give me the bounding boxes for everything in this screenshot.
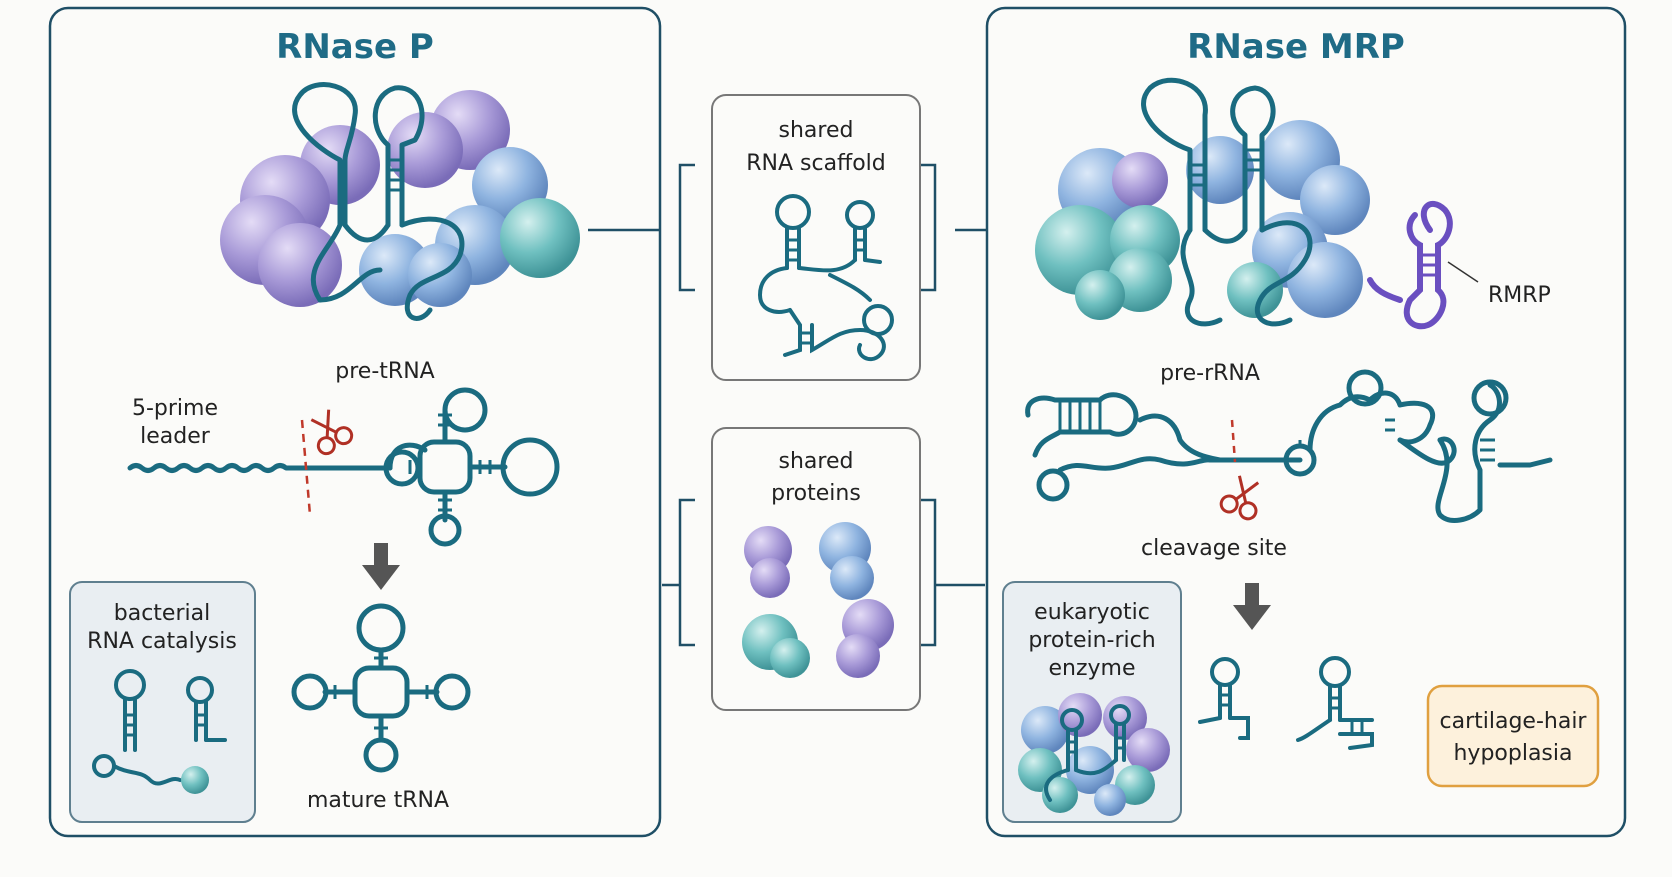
- rmrp-label: RMRP: [1488, 283, 1551, 308]
- scaffold-label-line2: RNA scaffold: [746, 151, 886, 176]
- rmrp-rna: [1367, 201, 1453, 330]
- rnase-p-helix-rungs: [340, 158, 402, 192]
- down-arrow-icon-mrp: [1233, 583, 1271, 630]
- rnase-mrp-title: RNase MRP: [1187, 27, 1405, 67]
- shared-protein-blue: [819, 522, 874, 600]
- eukaryotic-label-line2: protein-rich: [1028, 628, 1155, 653]
- pre-trna-rungs: [408, 413, 492, 512]
- bacterial-rna-structure: [92, 669, 227, 794]
- cleavage-site-label: cleavage site: [1141, 536, 1287, 561]
- down-arrow-icon: [362, 543, 400, 590]
- rmrp-leader-line: [1447, 261, 1479, 283]
- eukaryotic-enzyme-structure: [1018, 693, 1170, 816]
- leader-label-line2: leader: [140, 424, 211, 449]
- scissors-icon: [310, 409, 354, 456]
- eukaryotic-label-line1: eukaryotic: [1034, 600, 1150, 625]
- scaffold-label-line1: shared: [779, 118, 854, 143]
- rnase-p-title: RNase P: [276, 27, 434, 67]
- bacterial-label-line2: RNA catalysis: [87, 629, 237, 654]
- disease-label-line2: hypoplasia: [1453, 741, 1572, 766]
- bacterial-label-line1: bacterial: [114, 601, 210, 626]
- scaffold-bracket-left: [678, 163, 695, 292]
- cleavage-line: [300, 419, 312, 516]
- mature-trna-label: mature tRNA: [307, 788, 449, 813]
- scaffold-bracket-right: [918, 163, 937, 292]
- pre-rrna-label: pre-rRNA: [1160, 361, 1260, 386]
- disease-box: [1426, 684, 1600, 788]
- proteins-bracket-left: [678, 498, 695, 647]
- rrna-products: [1198, 656, 1374, 750]
- shared-scaffold-rna: [757, 194, 894, 362]
- shared-protein-purple-2: [836, 599, 894, 678]
- proteins-label-line1: shared: [779, 449, 854, 474]
- scissors-icon-mrp: [1219, 475, 1260, 521]
- proteins-label-line2: proteins: [771, 481, 861, 506]
- rnase-mrp-complex: [1035, 77, 1370, 327]
- pre-trna-structure: [127, 387, 560, 547]
- eukaryotic-label-line3: enzyme: [1048, 656, 1135, 681]
- pre-rrna-structure: [1025, 369, 1553, 523]
- mature-trna-structure: [291, 603, 471, 773]
- rnase-p-complex: [220, 82, 580, 321]
- leader-label-line1: 5-prime: [132, 396, 218, 421]
- disease-label-line1: cartilage-hair: [1440, 709, 1588, 734]
- pre-trna-label: pre-tRNA: [335, 359, 434, 384]
- proteins-bracket-right: [918, 498, 937, 647]
- shared-protein-purple-1: [744, 526, 792, 598]
- bacterial-inset: [69, 581, 256, 823]
- shared-protein-teal: [742, 614, 810, 678]
